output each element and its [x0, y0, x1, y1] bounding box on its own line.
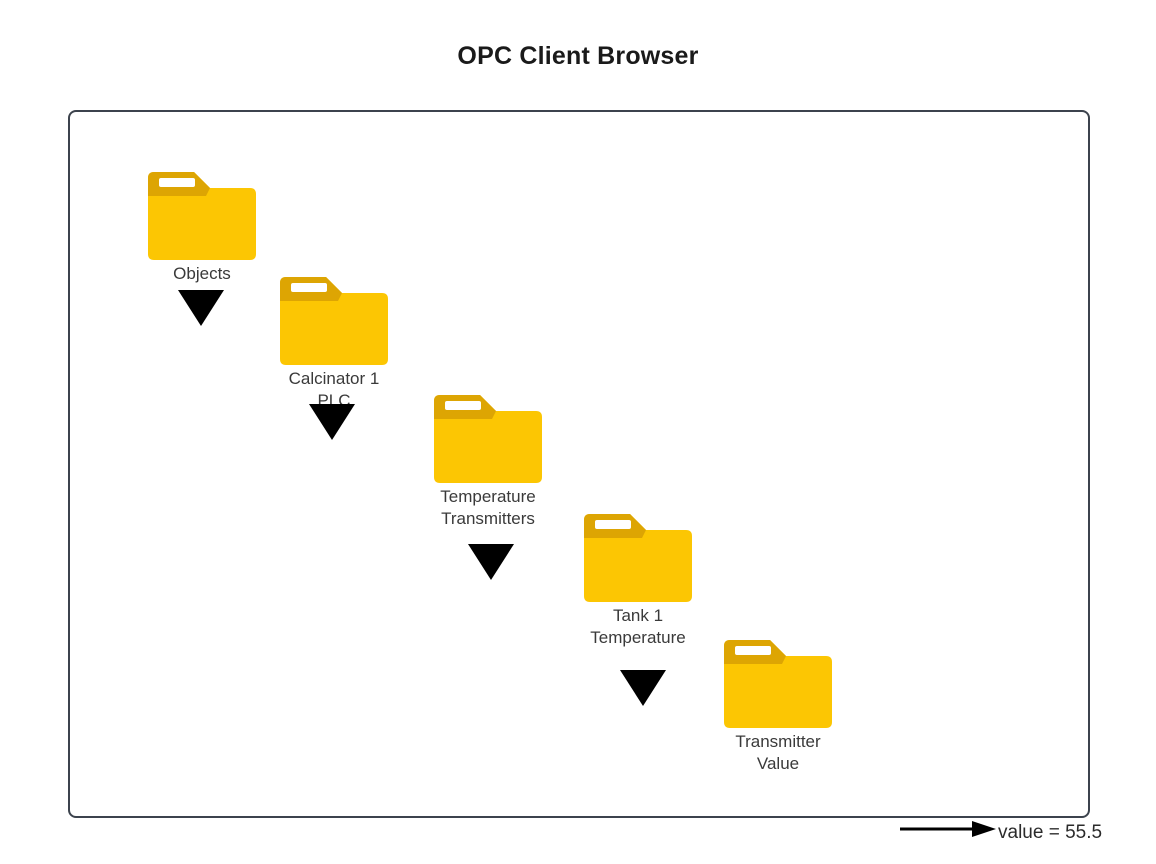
triangle-down-icon: [468, 544, 514, 580]
folder-icon[interactable]: [148, 172, 256, 260]
folder-icon[interactable]: [584, 514, 692, 602]
folder-icon[interactable]: [724, 640, 832, 728]
triangle-down-icon: [309, 404, 355, 440]
tree-node-transmitter-value[interactable]: Transmitter Value: [724, 640, 832, 775]
tree-node-objects[interactable]: Objects: [148, 172, 256, 285]
folder-icon[interactable]: [280, 277, 388, 365]
triangle-down-icon: [620, 670, 666, 706]
tree-node-calcinator-1-plc[interactable]: Calcinator 1 PLC: [280, 277, 388, 412]
triangle-down-icon: [178, 290, 224, 326]
tree-node-temperature-transmitters[interactable]: Temperature Transmitters: [434, 395, 542, 530]
opc-browser-panel: Objects Calcinator 1 PLC: [68, 110, 1102, 843]
arrow-right-icon: [900, 820, 996, 838]
page-title: OPC Client Browser: [457, 42, 699, 70]
tree-node-label: Transmitter Value: [735, 732, 821, 773]
value-readout-text: value = 55.5: [998, 822, 1103, 843]
tree-node-tank-1-temperature[interactable]: Tank 1 Temperature: [584, 514, 692, 649]
folder-icon[interactable]: [434, 395, 542, 483]
tree-node-label: Temperature Transmitters: [440, 487, 536, 528]
tree-node-label: Tank 1 Temperature: [590, 606, 686, 647]
tree-node-label: Objects: [173, 264, 231, 283]
